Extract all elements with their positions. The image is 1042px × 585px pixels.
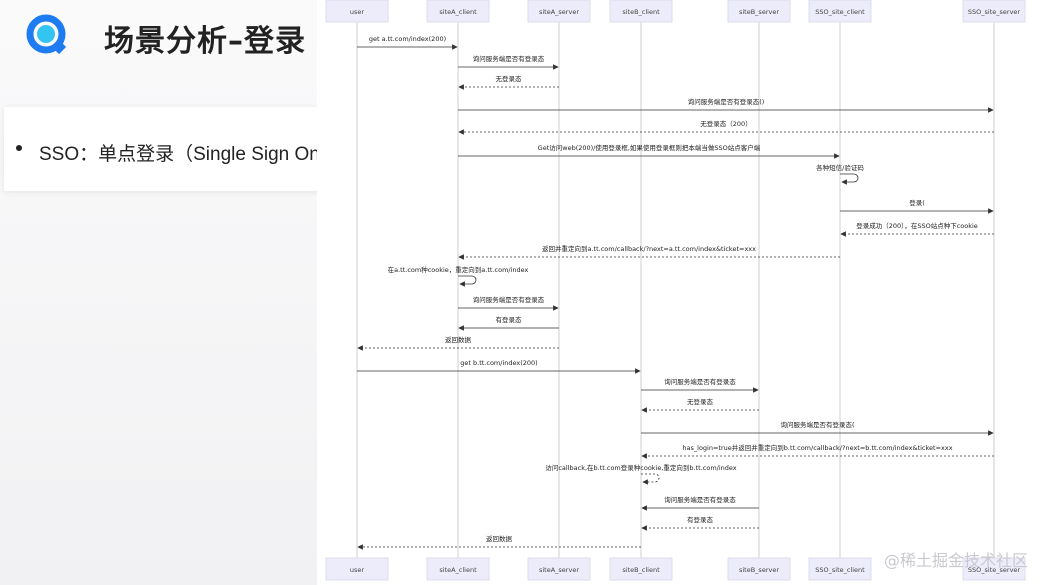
participant-box-siteA_client — [426, 557, 490, 581]
message-label: 登录( — [909, 198, 925, 207]
participant-box-user — [325, 0, 389, 23]
participant-box-siteA_server — [527, 0, 591, 23]
message-label: 有登录态 — [496, 315, 523, 324]
message-11: 在a.tt.com种cookie，重定向到a.tt.com/index — [388, 265, 529, 287]
participant-label-SSO_site_client: SSO_site_client — [815, 8, 865, 16]
bullet-box: SSO：单点登录（Single Sign On — [4, 107, 322, 191]
message-22: 有登录态 — [641, 515, 759, 531]
participant-box-siteB_server — [727, 0, 791, 23]
participant-box-siteB_client — [609, 557, 673, 581]
participant-label-siteA_client: siteA_client — [439, 566, 477, 574]
message-7: 各种短信/验证码 — [816, 163, 864, 185]
message-label: 无登录态（200） — [700, 119, 751, 128]
message-23: 返回数据 — [357, 534, 641, 550]
participant-label-siteB_client: siteB_client — [622, 8, 660, 16]
participant-label-SSO_site_server: SSO_site_server — [968, 8, 1021, 16]
message-10: 返回并重定向到a.tt.com/callback/?next=a.tt.com/… — [458, 244, 840, 260]
participant-label-SSO_site_client: SSO_site_client — [815, 566, 865, 574]
message-4: 询问服务端是否有登录态() — [458, 97, 994, 113]
message-label: 询问服务端是否有登录态 — [664, 495, 736, 504]
participant-box-SSO_site_client — [808, 0, 872, 23]
participant-box-siteB_client — [609, 0, 673, 23]
message-12: 询问服务端是否有登录态 — [458, 295, 559, 311]
message-label: 访问callback,在b.tt.com登录种cookie,重定向到b.tt.c… — [545, 463, 736, 472]
participant-box-SSO_site_server — [962, 0, 1026, 23]
participant-box-user — [325, 557, 389, 581]
message-label: 询问服务端是否有登录态 — [664, 377, 736, 386]
message-label: 返回数据 — [445, 335, 472, 344]
participant-label-siteB_server: siteB_server — [739, 566, 779, 574]
message-label: 询问服务端是否有登录态( — [780, 420, 855, 429]
bullet-text: SSO：单点登录（Single Sign On — [39, 144, 320, 165]
message-label: has_login=true并返回并重定向到b.tt.com/callback/… — [682, 443, 952, 452]
message-15: get b.tt.com/index(200) — [357, 359, 641, 374]
message-16: 询问服务端是否有登录态 — [641, 377, 759, 393]
message-9: 登录成功（200），在SSO站点种下cookie — [840, 221, 994, 237]
message-label: 有登录态 — [687, 515, 714, 524]
message-20: 访问callback,在b.tt.com登录种cookie,重定向到b.tt.c… — [545, 463, 737, 485]
message-21: 询问服务端是否有登录态 — [641, 495, 759, 511]
participant-label-siteA_server: siteA_server — [539, 8, 579, 16]
message-label: 无登录态 — [496, 74, 523, 83]
participant-label-user: user — [350, 566, 365, 574]
message-label: Get访问web(200)/使用登录框,如果使用登录框则把本端当做SSO站点客户… — [538, 143, 761, 152]
self-message-arrow — [641, 473, 660, 485]
message-5: 无登录态（200） — [458, 119, 994, 135]
message-18: 询问服务端是否有登录态( — [641, 420, 994, 436]
participant-label-SSO_site_server: SSO_site_server — [968, 566, 1021, 574]
participant-label-siteB_client: siteB_client — [622, 566, 660, 574]
message-label: get b.tt.com/index(200) — [460, 359, 537, 367]
message-label: 无登录态 — [687, 397, 714, 406]
message-label: 登录成功（200），在SSO站点种下cookie — [856, 221, 978, 230]
message-8: 登录( — [840, 198, 994, 214]
message-label: 返回数据 — [486, 534, 513, 543]
message-label: 询问服务端是否有登录态 — [473, 54, 545, 63]
message-19: has_login=true并返回并重定向到b.tt.com/callback/… — [641, 443, 994, 459]
participant-label-siteB_server: siteB_server — [739, 8, 779, 16]
watermark: @稀土掘金技术社区 — [883, 551, 1028, 570]
participant-box-siteB_server — [727, 557, 791, 581]
slide-title: 场景分析–登录 — [104, 24, 306, 59]
message-label: 询问服务端是否有登录态() — [688, 97, 765, 106]
participant-label-siteA_server: siteA_server — [539, 566, 579, 574]
message-14: 返回数据 — [357, 335, 559, 351]
message-13: 有登录态 — [458, 315, 559, 331]
participant-label-siteA_client: siteA_client — [439, 8, 477, 16]
message-label: get a.tt.com/index(200) — [369, 35, 446, 43]
app-logo-icon — [26, 14, 67, 55]
participant-box-siteA_client — [426, 0, 490, 23]
participant-label-user: user — [350, 8, 365, 16]
participant-box-siteA_server — [527, 557, 591, 581]
self-message-arrow — [840, 173, 859, 185]
bullet-dot — [16, 145, 22, 151]
participant-box-SSO_site_client — [808, 557, 872, 581]
message-label: 在a.tt.com种cookie，重定向到a.tt.com/index — [388, 265, 529, 274]
sequence-diagram-panel — [317, 0, 1042, 585]
slide-panel: 场景分析–登录 SSO：单点登录（Single Sign On — [0, 0, 322, 585]
message-17: 无登录态 — [641, 397, 759, 413]
message-3: 无登录态 — [458, 74, 559, 90]
message-6: Get访问web(200)/使用登录框,如果使用登录框则把本端当做SSO站点客户… — [458, 143, 840, 159]
message-label: 各种短信/验证码 — [816, 163, 864, 172]
participant-box-SSO_site_server — [962, 557, 1026, 581]
message-1: get a.tt.com/index(200) — [357, 35, 458, 50]
self-message-arrow — [458, 275, 477, 287]
message-label: 询问服务端是否有登录态 — [473, 295, 545, 304]
message-label: 返回并重定向到a.tt.com/callback/?next=a.tt.com/… — [542, 244, 756, 253]
message-2: 询问服务端是否有登录态 — [458, 54, 559, 70]
